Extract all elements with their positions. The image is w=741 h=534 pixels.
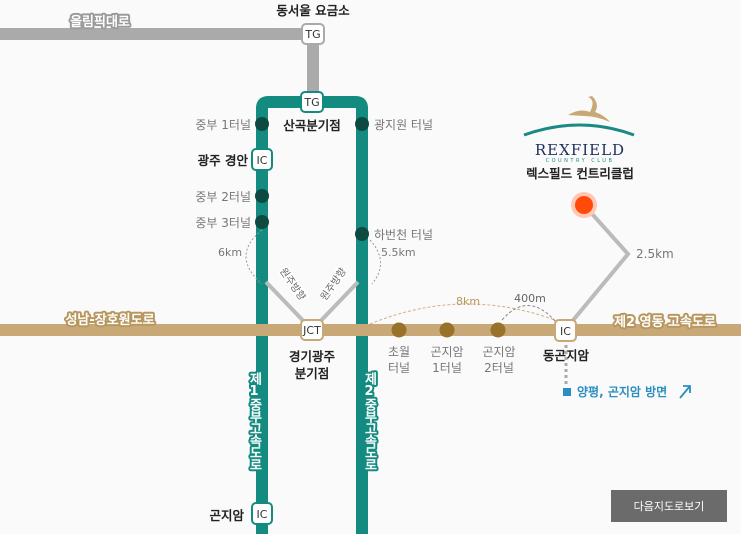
distance-2-5km: 2.5km (636, 247, 674, 261)
label-gonjiam: 곤지암 (209, 508, 244, 523)
direction-note: 양평, 곤지암 방면 (577, 384, 667, 399)
label-rexfield: 렉스필드 컨트리클럽 (526, 166, 634, 181)
svg-text:TG: TG (304, 28, 320, 41)
jct-badge: JCT (300, 319, 324, 341)
tunnel-dot (490, 322, 506, 338)
tunnel-dot (355, 117, 369, 131)
tg-badge-dongseoul: TG (301, 23, 325, 45)
arrow-up-right-icon (679, 385, 691, 399)
svg-text:IC: IC (257, 154, 268, 167)
label-dongseoul-tg: 동서울 요금소 (276, 3, 350, 18)
yeongdong-road-label: 제2 영동 고속도로 (614, 315, 716, 330)
svg-text:REXFIELD: REXFIELD (535, 141, 625, 159)
svg-text:IC: IC (560, 325, 571, 338)
label-gonjiam1-2: 1터널 (432, 361, 462, 375)
rexfield-logo: REXFIELD COUNTRY CLUB (523, 96, 635, 164)
svg-text:JCT: JCT (302, 324, 321, 337)
tunnel-dot (355, 227, 369, 241)
distance-400m: 400m (514, 292, 546, 305)
label-jungbu-tunnel-1: 중부 1터널 (195, 118, 251, 132)
tunnel-dot (255, 117, 269, 131)
olympic-road (0, 28, 314, 40)
label-jungbu-tunnel-2: 중부 2터널 (195, 190, 251, 204)
ic-badge-dong-gonjiam: IC (554, 319, 577, 342)
direction-square-icon (563, 388, 571, 396)
label-chowol-1: 초월 (388, 345, 410, 359)
distance-5-5km: 5.5km (381, 246, 416, 259)
olympic-road-label: 올림픽대로 (70, 14, 130, 30)
label-dong-gonjiam: 동곤지암 (543, 348, 590, 363)
svg-text:TG: TG (303, 96, 319, 109)
label-gonjiam2-1: 곤지암 (482, 345, 515, 359)
arc-5-5km (369, 239, 381, 285)
label-gwangju-gyeongan: 광주 경안 (198, 153, 249, 168)
arc-6km (245, 229, 263, 285)
label-sangok-jct: 산곡분기점 (283, 118, 341, 133)
jungbu2-road-label: 제2중부고속도로 (362, 372, 377, 470)
next-map-button[interactable]: 다음지도로보기 (611, 490, 727, 522)
tg-connector-road (307, 34, 319, 104)
svg-text:IC: IC (257, 508, 268, 521)
distance-6km: 6km (218, 246, 242, 259)
deer-icon (568, 96, 610, 122)
tunnel-dot (255, 189, 269, 203)
tunnel-dot (255, 215, 269, 229)
label-jct-line1: 경기광주 (289, 349, 336, 364)
rexfield-access-road (563, 204, 631, 332)
ic-badge-gwangju: IC (251, 148, 273, 171)
arc-400m (501, 305, 557, 323)
label-jungbu-tunnel-3: 중부 3터널 (195, 216, 251, 230)
rexfield-marker[interactable] (575, 196, 593, 214)
label-gonjiam2-2: 2터널 (484, 361, 514, 375)
tg-badge-sangok: TG (300, 91, 324, 113)
arc-8km (369, 303, 561, 325)
jungbu-expressway-loop (256, 96, 368, 534)
label-habeoncheon-tunnel: 하번천 터널 (374, 227, 433, 242)
tunnel-dot (439, 322, 455, 338)
svg-text:COUNTRY CLUB: COUNTRY CLUB (546, 158, 615, 164)
label-jct-line2: 분기점 (295, 366, 330, 381)
seongnam-road-label: 성남-장호원도로 (65, 312, 154, 328)
label-gonjiam1-1: 곤지암 (430, 345, 463, 359)
tunnel-dot (391, 322, 407, 338)
jungbu1-road-label: 제1중부고속도로 (247, 372, 262, 470)
ic-badge-gonjiam: IC (251, 502, 273, 525)
label-chowol-2: 터널 (388, 361, 410, 375)
distance-8km: 8km (456, 295, 480, 308)
label-gwangjiwon-tunnel: 광지원 터널 (374, 118, 433, 132)
